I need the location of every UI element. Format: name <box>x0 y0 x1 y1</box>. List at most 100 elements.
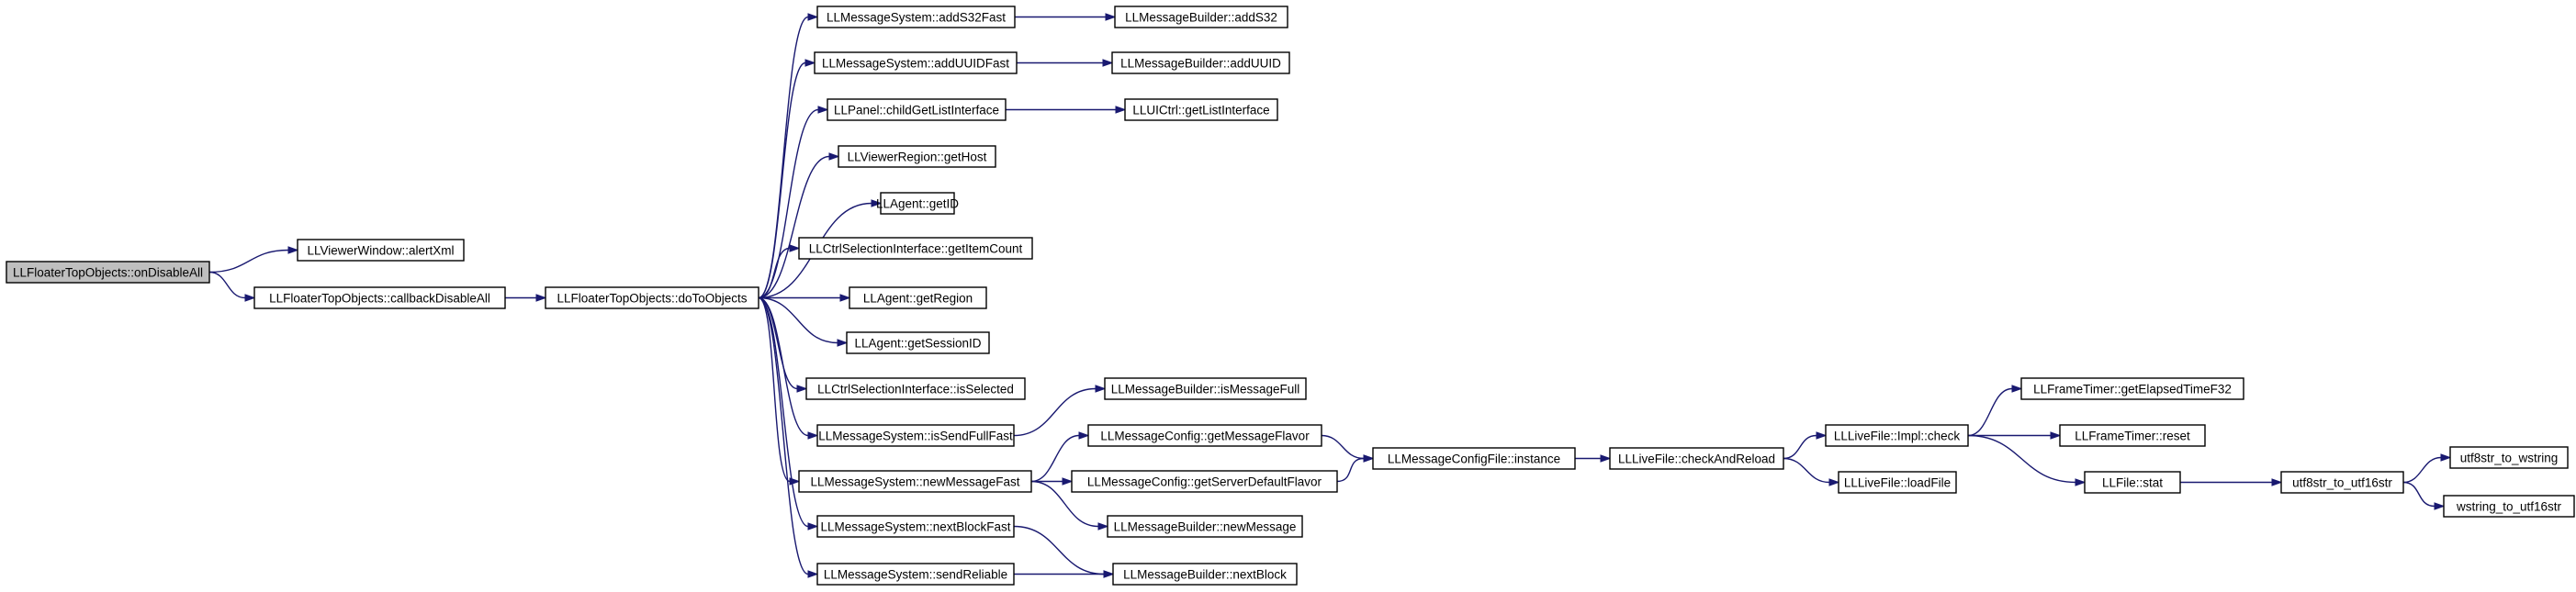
node-label: LLFrameTimer::getElapsedTimeF32 <box>2033 383 2232 397</box>
node-box[interactable] <box>253 286 506 309</box>
edge-line <box>758 155 830 299</box>
node-box[interactable] <box>545 286 759 309</box>
node-box[interactable] <box>1111 51 1290 74</box>
node-box[interactable] <box>798 470 1032 493</box>
node-box[interactable] <box>2059 424 2206 447</box>
node-gsid[interactable]: LLAgent::getSessionID <box>846 331 990 354</box>
node-box[interactable] <box>846 331 990 354</box>
node-mb_s32[interactable]: LLMessageBuilder::addS32 <box>1114 6 1288 28</box>
node-box[interactable] <box>1112 563 1298 586</box>
node-nbf[interactable]: LLMessageSystem::nextBlockFast <box>816 515 1015 538</box>
node-wsu16[interactable]: wstring_to_utf16str <box>2443 495 2575 518</box>
node-box[interactable] <box>1104 377 1307 400</box>
node-label: LLLiveFile::checkAndReload <box>1618 452 1775 466</box>
node-uuidf[interactable]: LLMessageSystem::addUUIDFast <box>814 51 1018 74</box>
edge-doto-to-host <box>758 152 840 299</box>
node-gic[interactable]: LLCtrlSelectionInterface::getItemCount <box>798 237 1033 260</box>
edge-line <box>1336 457 1365 483</box>
node-box[interactable] <box>1372 447 1576 470</box>
node-box[interactable] <box>1825 424 1969 447</box>
node-box[interactable] <box>1107 515 1303 538</box>
node-box[interactable] <box>816 424 1015 447</box>
node-alert[interactable]: LLViewerWindow::alertXml <box>297 239 465 262</box>
edge-cgli-to-uigli <box>1006 106 1127 114</box>
node-ftres[interactable]: LLFrameTimer::reset <box>2059 424 2206 447</box>
edge-line <box>2402 456 2442 484</box>
node-label: utf8str_to_wstring <box>2460 452 2559 465</box>
edge-layer <box>208 13 2452 578</box>
edge-line <box>208 271 246 299</box>
node-box[interactable] <box>2020 377 2244 400</box>
node-u8ws[interactable]: utf8str_to_wstring <box>2449 446 2569 469</box>
arrowhead-icon <box>828 152 840 161</box>
node-box[interactable] <box>1114 6 1288 28</box>
node-gsdf[interactable]: LLMessageConfig::getServerDefaultFlavor <box>1071 470 1338 493</box>
edge-line <box>758 296 791 483</box>
node-box[interactable] <box>6 261 210 284</box>
node-box[interactable] <box>1609 447 1784 470</box>
node-box[interactable] <box>1087 424 1322 447</box>
node-box[interactable] <box>1071 470 1338 493</box>
node-gmf[interactable]: LLMessageConfig::getMessageFlavor <box>1087 424 1322 447</box>
node-mcfi[interactable]: LLMessageConfigFile::instance <box>1372 447 1576 470</box>
node-u8u16[interactable]: utf8str_to_utf16str <box>2280 471 2404 494</box>
node-box[interactable] <box>814 51 1018 74</box>
node-root[interactable]: LLFloaterTopObjects::onDisableAll <box>6 261 210 284</box>
node-gid[interactable]: LLAgent::getID <box>876 192 959 215</box>
node-nmf[interactable]: LLMessageSystem::newMessageFast <box>798 470 1032 493</box>
node-box[interactable] <box>297 239 465 262</box>
node-box[interactable] <box>816 515 1015 538</box>
node-label: LLMessageSystem::newMessageFast <box>810 475 1019 489</box>
node-lfcr[interactable]: LLLiveFile::checkAndReload <box>1609 447 1784 470</box>
node-box[interactable] <box>805 377 1026 400</box>
edge-line <box>758 296 838 344</box>
node-label: LLMessageBuilder::addUUID <box>1120 57 1281 71</box>
node-greg[interactable]: LLAgent::getRegion <box>849 286 987 309</box>
arrowhead-icon <box>807 431 819 440</box>
node-ftget[interactable]: LLFrameTimer::getElapsedTimeF32 <box>2020 377 2244 400</box>
node-box[interactable] <box>827 98 1007 121</box>
node-fstat[interactable]: LLFile::stat <box>2084 471 2181 494</box>
node-lfic[interactable]: LLLiveFile::Impl::check <box>1825 424 1969 447</box>
node-box[interactable] <box>1124 98 1278 121</box>
node-uigli[interactable]: LLUICtrl::getListInterface <box>1124 98 1278 121</box>
node-label: LLMessageBuilder::isMessageFull <box>1111 383 1300 397</box>
node-label: LLMessageBuilder::nextBlock <box>1123 568 1287 582</box>
node-box[interactable] <box>798 237 1033 260</box>
node-cgli[interactable]: LLPanel::childGetListInterface <box>827 98 1007 121</box>
node-label: LLUICtrl::getListInterface <box>1132 104 1269 117</box>
node-lflf[interactable]: LLLiveFile::loadFile <box>1838 471 1957 494</box>
node-box[interactable] <box>1838 471 1957 494</box>
node-box[interactable] <box>816 563 1015 586</box>
node-doto[interactable]: LLFloaterTopObjects::doToObjects <box>545 286 759 309</box>
arrowhead-icon <box>244 294 256 302</box>
node-label: LLMessageConfig::getServerDefaultFlavor <box>1087 475 1322 489</box>
node-box[interactable] <box>2084 471 2181 494</box>
node-mb_uuid[interactable]: LLMessageBuilder::addUUID <box>1111 51 1290 74</box>
node-mb_imf[interactable]: LLMessageBuilder::isMessageFull <box>1104 377 1307 400</box>
arrowhead-icon <box>804 59 816 67</box>
node-box[interactable] <box>880 192 955 215</box>
node-mb_nb[interactable]: LLMessageBuilder::nextBlock <box>1112 563 1298 586</box>
node-box[interactable] <box>2280 471 2404 494</box>
node-box[interactable] <box>2449 446 2569 469</box>
node-label: LLMessageSystem::addS32Fast <box>827 11 1006 25</box>
node-label: LLAgent::getID <box>876 197 959 211</box>
arrowhead-icon <box>1078 431 1090 440</box>
node-srel[interactable]: LLMessageSystem::sendReliable <box>816 563 1015 586</box>
node-label: wstring_to_utf16str <box>2456 500 2562 514</box>
node-box[interactable] <box>2443 495 2575 518</box>
node-box[interactable] <box>838 145 996 168</box>
node-cbd[interactable]: LLFloaterTopObjects::callbackDisableAll <box>253 286 506 309</box>
node-mb_nm[interactable]: LLMessageBuilder::newMessage <box>1107 515 1303 538</box>
node-s32f[interactable]: LLMessageSystem::addS32Fast <box>816 6 1016 28</box>
node-box[interactable] <box>849 286 987 309</box>
node-host[interactable]: LLViewerRegion::getHost <box>838 145 996 168</box>
node-box[interactable] <box>816 6 1016 28</box>
arrowhead-icon <box>1115 106 1127 114</box>
edge-lfic-to-fstat <box>1967 434 2087 486</box>
node-issel[interactable]: LLCtrlSelectionInterface::isSelected <box>805 377 1026 400</box>
node-isff[interactable]: LLMessageSystem::isSendFullFast <box>816 424 1015 447</box>
arrowhead-icon <box>2271 478 2283 486</box>
